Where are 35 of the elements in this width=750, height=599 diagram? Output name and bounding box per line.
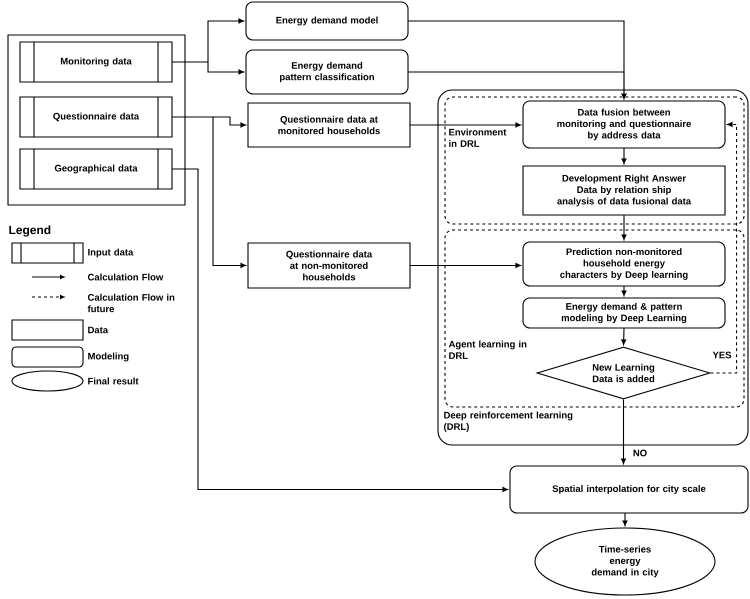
- legend-entry: Calculation Flow in future: [32, 294, 174, 312]
- arrow: [622, 514, 628, 526]
- input-data-box: Questionnaire data: [19, 96, 173, 138]
- input-data-box: Geographical data: [19, 148, 173, 190]
- data-box: Development Right Answer Data by relation ship analysis of data fusional data: [522, 165, 726, 216]
- modeling-box: Spatial interpolation for city scale: [509, 465, 749, 514]
- modeling-box: Energy demand pattern classification: [245, 49, 409, 95]
- edge-label: YES: [712, 350, 732, 360]
- arrow: [410, 122, 521, 128]
- arrow: [621, 286, 627, 296]
- input-group-frame: [7, 34, 186, 206]
- legend-entry: Modeling: [11, 346, 128, 368]
- arrow: [621, 148, 627, 164]
- arrow: [408, 71, 627, 99]
- arrow: [620, 400, 626, 464]
- legend-entry: Data: [11, 319, 108, 341]
- modeling-box: Energy demand model: [245, 1, 409, 41]
- edge-label: NO: [632, 448, 648, 458]
- arrow: [621, 216, 627, 240]
- data-box: Questionnaire data at monitored households: [247, 102, 411, 148]
- legend-entry: Final result: [11, 370, 138, 392]
- arrow: [410, 262, 521, 268]
- data-box: Questionnaire data at non-monitored households: [247, 242, 411, 289]
- arrow: [621, 328, 626, 345]
- legend-title: Legend: [9, 225, 50, 237]
- arrow: [172, 61, 244, 75]
- modeling-box: Data fusion between monitoring and questionnaire by address data: [522, 100, 726, 149]
- input-data-box: Monitoring data: [19, 41, 173, 83]
- arrow: [172, 168, 508, 492]
- legend-entry: Input data: [11, 242, 134, 264]
- modeling-box: Energy demand & pattern modeling by Deep Learning: [522, 297, 726, 329]
- modeling-box: Prediction non-monitored household energy characters by Deep learning: [522, 241, 726, 287]
- arrow: [710, 122, 738, 374]
- arrow: [172, 116, 246, 268]
- legend-entry: Calculation Flow: [32, 274, 164, 280]
